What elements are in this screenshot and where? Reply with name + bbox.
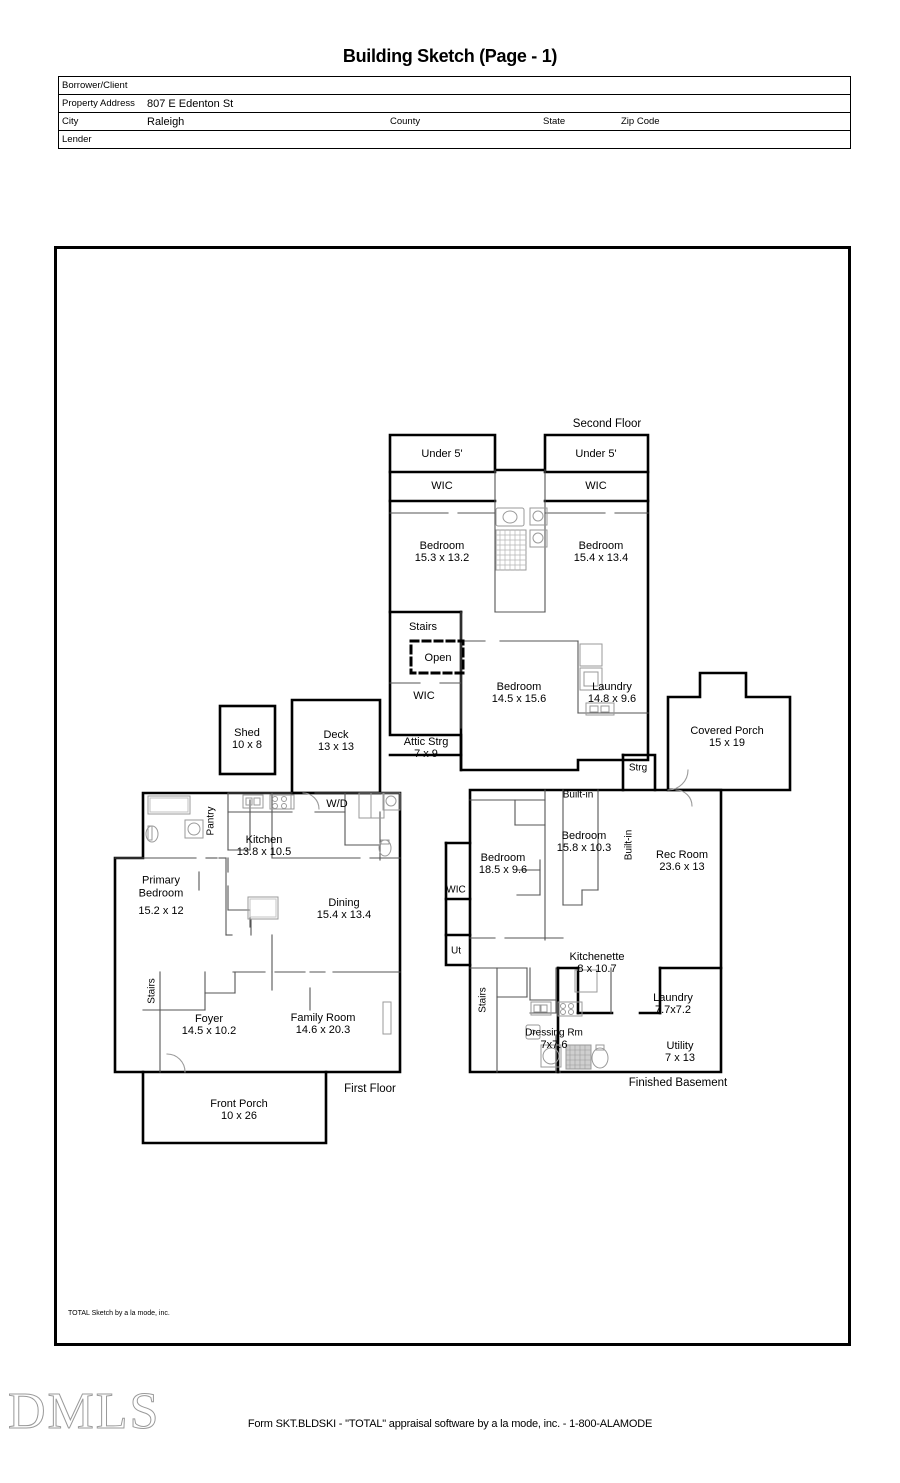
first-floor-title: First Floor — [344, 1082, 396, 1095]
sf-wic-right-label: WIC — [585, 479, 607, 492]
ff-foyer-dims: 14.5 x 10.2 — [181, 1024, 237, 1037]
property-address-value: 807 E Edenton St — [147, 97, 234, 110]
bs-dressing-room-dims: 7x7.6 — [540, 1038, 568, 1051]
sf-bedroom-mid-dims: 14.5 x 15.6 — [491, 692, 547, 705]
header-row-lender: Lender — [59, 131, 850, 148]
sf-wic-lower-label: WIC — [413, 689, 435, 702]
sf-bedroom-left-name: Bedroom — [419, 539, 465, 552]
county-label: County — [390, 116, 421, 127]
bs-rec-room-dims: 23.6 x 13 — [659, 860, 705, 873]
bs-builtin-top-label: Built-in — [562, 789, 594, 801]
bs-bedroom-left-name: Bedroom — [480, 851, 526, 864]
ff-family-room-dims: 14.6 x 20.3 — [295, 1023, 351, 1036]
ff-primary-bedroom-name: Primary Bedroom — [138, 874, 184, 900]
sf-laundry-name: Laundry — [592, 680, 632, 693]
city-value: Raleigh — [147, 115, 185, 128]
bs-utility-name: Utility — [666, 1039, 694, 1052]
bs-bedroom-mid-dims: 15.8 x 10.3 — [556, 841, 612, 854]
bs-ut-label: Ut — [451, 945, 461, 957]
page-title: Building Sketch (Page - 1) — [342, 46, 558, 66]
sf-laundry-dims: 14.8 x 9.6 — [587, 692, 637, 705]
bs-bedroom-left-dims: 18.5 x 9.6 — [478, 863, 528, 876]
zip-code-label: Zip Code — [621, 116, 660, 127]
bs-dressing-room-name: Dressing Rm — [525, 1027, 583, 1039]
sf-stairs-label: Stairs — [408, 620, 438, 633]
bs-bedroom-mid-name: Bedroom — [561, 829, 607, 842]
ff-kitchen-dims: 13.8 x 10.5 — [236, 845, 292, 858]
bs-stairs-label: Stairs — [477, 987, 489, 1013]
second-floor-title: Second Floor — [572, 417, 642, 430]
sketch-credit: TOTAL Sketch by a la mode, inc. — [68, 1310, 170, 1317]
ff-dining-dims: 15.4 x 13.4 — [316, 908, 372, 921]
ff-kitchen-name: Kitchen — [245, 833, 283, 846]
property-address-label: Property Address — [62, 98, 135, 109]
sf-wic-left-label: WIC — [431, 479, 453, 492]
form-footer-text: Form SKT.BLDSKI - "TOTAL" appraisal soft… — [247, 1418, 653, 1430]
sf-bedroom-mid-name: Bedroom — [496, 680, 542, 693]
header-row-city: City Raleigh County State Zip Code — [59, 113, 850, 131]
ff-wd-label: W/D — [326, 797, 348, 810]
ff-dining-name: Dining — [328, 896, 360, 909]
ff-front-porch-name: Front Porch — [210, 1097, 268, 1110]
sf-under5-right-label: Under 5' — [575, 447, 617, 460]
bs-wic-label: WIC — [446, 884, 466, 896]
ff-deck-dims: 13 x 13 — [317, 740, 355, 753]
header-row-borrower: Borrower/Client — [59, 77, 850, 95]
sf-under5-left-label: Under 5' — [421, 447, 463, 460]
ff-primary-bedroom-dims: 15.2 x 12 — [138, 904, 184, 917]
bs-utility-dims: 7 x 13 — [665, 1051, 695, 1064]
mls-watermark: DMLS — [7, 1383, 161, 1441]
finished-basement-title: Finished Basement — [628, 1076, 728, 1089]
sf-attic-strg-name: Attic Strg — [403, 735, 449, 748]
header-row-property-address: Property Address 807 E Edenton St — [59, 95, 850, 113]
sf-attic-strg-dims: 7 x 9 — [414, 747, 438, 760]
sketch-frame — [54, 246, 851, 1346]
borrower-label: Borrower/Client — [62, 80, 128, 91]
property-header-table: Borrower/Client Property Address 807 E E… — [58, 76, 851, 149]
bs-laundry-name: Laundry — [653, 991, 693, 1004]
ff-foyer-name: Foyer — [194, 1012, 224, 1025]
lender-label: Lender — [62, 134, 92, 145]
ff-shed-dims: 10 x 8 — [232, 738, 262, 751]
sf-open-label: Open — [424, 651, 452, 664]
bs-kitchenette-dims: 8 x 10.7 — [577, 962, 617, 975]
state-label: State — [543, 116, 566, 127]
sf-bedroom-left-dims: 15.3 x 13.2 — [414, 551, 470, 564]
bs-kitchenette-name: Kitchenette — [569, 950, 625, 963]
bs-strg-label: Strg — [628, 762, 648, 774]
bs-laundry-dims: 7.7x7.2 — [654, 1003, 692, 1016]
ff-stairs-label: Stairs — [146, 978, 158, 1004]
ff-pantry-label: Pantry — [205, 806, 217, 836]
ff-family-room-name: Family Room — [290, 1011, 356, 1024]
bs-covered-porch-dims: 15 x 19 — [708, 736, 746, 749]
ff-front-porch-dims: 10 x 26 — [220, 1109, 258, 1122]
ff-shed-name: Shed — [234, 726, 260, 739]
ff-deck-name: Deck — [323, 728, 349, 741]
sf-bedroom-right-name: Bedroom — [578, 539, 624, 552]
sf-bedroom-right-dims: 15.4 x 13.4 — [573, 551, 629, 564]
city-label: City — [62, 116, 79, 127]
bs-builtin-vertical-label: Built-in — [623, 829, 635, 861]
bs-covered-porch-name: Covered Porch — [690, 724, 764, 737]
bs-rec-room-name: Rec Room — [656, 848, 708, 861]
